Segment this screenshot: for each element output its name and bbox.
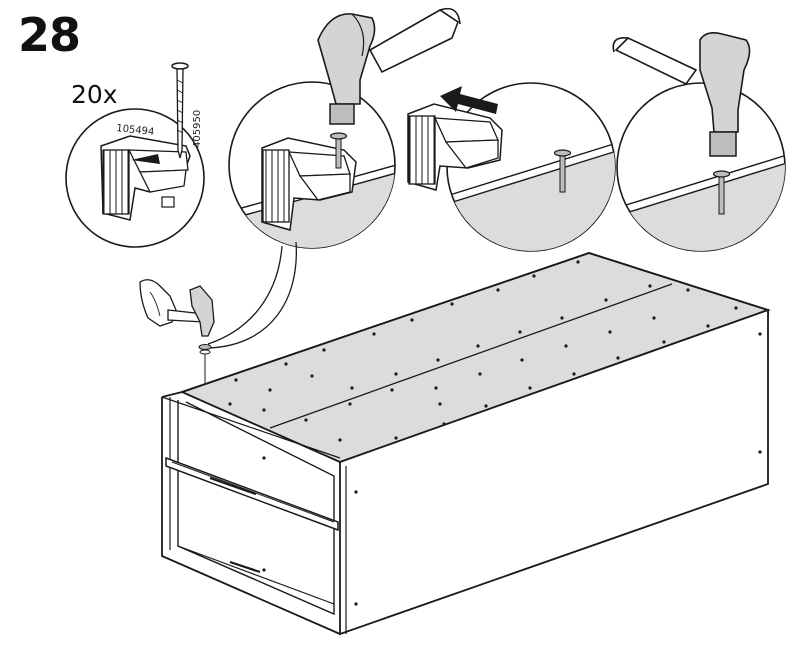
detail-circle-remove-tool — [407, 82, 616, 252]
nail-icon — [171, 62, 189, 159]
quantity-label: 20x — [71, 80, 118, 109]
nail-icon — [198, 344, 212, 384]
nail-positions — [228, 260, 762, 606]
hammer-icon — [317, 7, 461, 125]
step-number: 28 — [18, 8, 81, 62]
push-arrow-icon — [440, 86, 498, 114]
detail-circle-parts: 105494 405950 — [65, 62, 205, 248]
hammer-icon — [167, 285, 215, 337]
nail-setter-tool-icon — [261, 137, 357, 231]
detail-circle-final-hammer — [612, 32, 786, 252]
part-code-tool: 105494 — [116, 123, 155, 138]
nail-setter-tool-icon — [100, 135, 191, 221]
nail-setter-tool-icon — [407, 103, 503, 191]
part-code-nail: 405950 — [192, 110, 203, 148]
callout-leader — [207, 241, 297, 349]
cabinet-carcass — [161, 252, 771, 636]
hammer-icon — [612, 32, 751, 157]
